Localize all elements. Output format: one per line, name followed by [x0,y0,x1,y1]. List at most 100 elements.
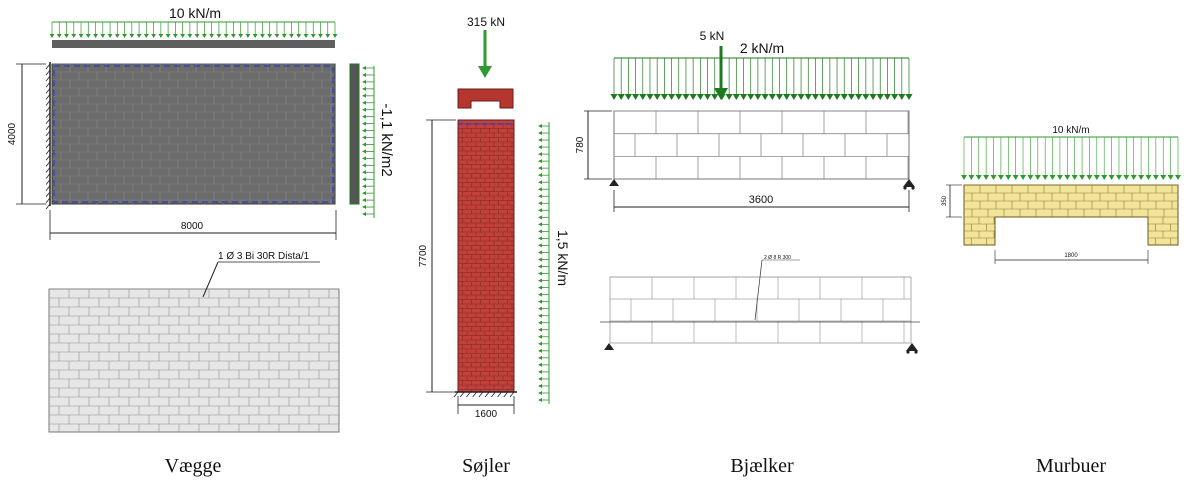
beams-caption: Bjælker [730,455,794,477]
pressure-arrow-head [362,135,366,140]
load-arrow-head [855,94,863,100]
load-arrow-head [1034,175,1041,180]
load-arrow-head [689,94,697,100]
support-hatch-line [45,100,51,106]
walls-wall-inner-boundary [53,65,334,203]
load-arrow-head [804,94,812,100]
load-arrow-head [631,94,640,100]
pressure-arrow-head [538,285,542,290]
beams-line-load-arrows [610,57,913,100]
arches-line-load-label: 10 kN/m [1052,125,1089,136]
support-hatch-line [484,391,490,398]
load-arrow-head [790,94,798,100]
support-hatch-line [45,155,51,161]
load-arrow-head [1042,175,1049,180]
support-hatch-line [45,106,51,112]
pressure-arrow-head [538,229,542,234]
load-arrow-head [1160,175,1167,180]
pressure-arrow-head [362,149,366,154]
beams-span-dimension [613,190,910,212]
support-hatch-line [45,148,51,155]
load-arrow-head [281,34,287,38]
beams-height-dimension [584,110,612,180]
columns-base-support-hatch [453,391,515,398]
load-arrow-head [1012,175,1019,180]
load-arrow-head [968,175,975,180]
beams-line-load-label: 2 kN/m [740,40,784,56]
beams-reinforcement-leader [754,259,763,321]
load-arrow-head [761,94,769,100]
load-arrow-head [990,175,997,180]
load-arrow-head [811,94,820,100]
load-arrow-head [194,34,200,38]
load-arrow-head [223,34,229,38]
walls-panel: 10 kN/m 4000 8000 -1,1 kN/m2 [7,5,395,477]
pressure-arrow-head [362,163,366,168]
pressure-arrow-head [362,205,366,210]
support-hatch-line [45,69,51,76]
walls-line-load-label: 10 kN/m [169,5,221,21]
load-arrow-head [100,34,106,38]
arches-brick-pattern [964,184,1178,245]
pressure-arrow-head [538,264,542,269]
walls-width-dimension [49,210,337,240]
walls-reinforcement-plan [48,288,340,433]
load-arrow-head [187,34,193,38]
pressure-arrow-head [362,114,366,119]
walls-top-beam [52,40,335,48]
pressure-arrow-head [362,121,366,126]
columns-caption: Søjler [462,455,510,477]
load-arrow-head [610,94,618,100]
pressure-arrow-head [538,173,542,178]
support-hatch-line [45,75,51,82]
walls-left-support-hatch [45,63,51,210]
load-arrow-head [1064,175,1071,180]
columns-brick-pattern [458,123,514,392]
walls-caption: Vægge [165,455,222,477]
pressure-arrow-head [538,145,542,150]
load-arrow-head [231,34,236,38]
support-hatch-line [45,112,51,118]
load-arrow-head [997,175,1004,180]
load-arrow-head [667,94,676,100]
load-arrow-head [172,34,178,38]
load-arrow-head [71,34,77,38]
pressure-arrow-head [538,362,542,367]
pressure-arrow-head [538,292,542,297]
support-hatch-line [45,124,51,131]
columns-panel: 315 kN 7700 1600 1,5 kN/m [418,15,571,477]
pressure-arrow-head [538,299,542,304]
load-arrow-head [862,94,870,100]
load-arrow-head [238,34,244,38]
pressure-arrow-head [538,313,542,318]
load-arrow-head [267,34,273,38]
load-arrow-head [624,94,632,100]
walls-wall-brick-pattern [52,63,335,204]
load-arrow-head [1071,175,1078,180]
support-hatch-line [45,94,51,100]
pressure-arrow-head [362,93,366,98]
support-hatch-line [497,391,502,398]
beams-reinforcement-brick-pattern [610,276,911,343]
pressure-arrow-head [538,341,542,346]
walls-wall-elevation [51,63,336,205]
pressure-arrow-head [538,208,542,213]
columns-lateral-pressure-arrows [538,124,549,402]
beams-right-support [903,179,915,190]
pressure-arrow-head [538,376,542,381]
load-arrow-head [826,94,834,100]
load-arrow-head [289,34,294,38]
pressure-arrow-head [538,124,542,128]
pressure-arrow-head [538,236,542,241]
load-arrow-head [732,94,740,100]
load-arrow-head [646,94,654,100]
pressure-arrow-head [538,257,542,262]
load-arrow-head [775,94,784,100]
load-arrow-head [151,34,156,38]
load-arrow-head [158,34,164,38]
load-arrow-head [961,175,967,180]
columns-column [457,119,515,393]
load-arrow-head [209,34,215,38]
pressure-arrow-head [362,100,366,105]
